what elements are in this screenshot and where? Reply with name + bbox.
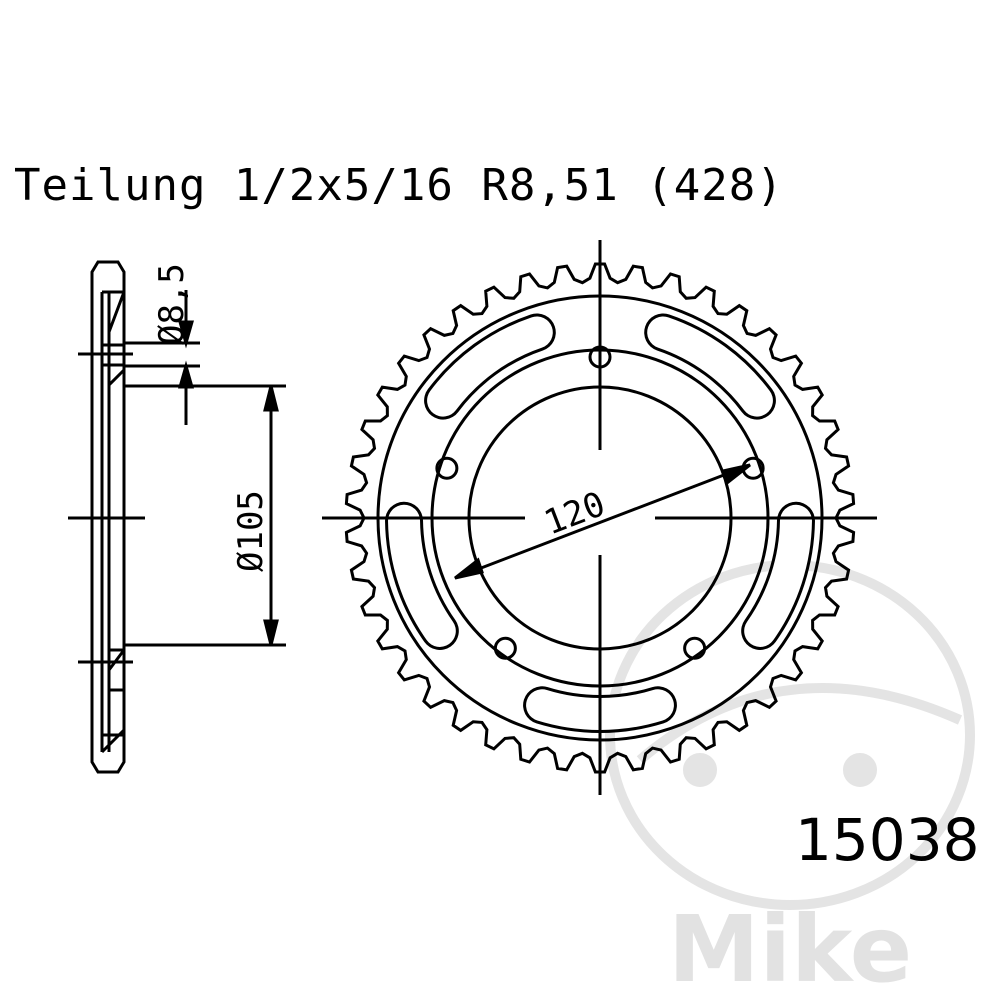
center-bore-label: Ø105: [231, 490, 271, 572]
bolt-hole: [683, 636, 707, 660]
side-view: [68, 260, 286, 774]
lightening-slot: [424, 313, 556, 420]
sprocket-teeth: [344, 262, 856, 774]
hole-diameter-label: Ø8,5: [152, 263, 192, 345]
sprocket-front-view: [322, 240, 877, 795]
part-number: 15038: [795, 806, 980, 874]
bolt-circle-label: 120: [539, 484, 611, 543]
bolt-hole: [435, 456, 459, 480]
pitch-title: Teilung 1/2x5/16 R8,51 (428): [14, 160, 784, 211]
lightening-slot: [644, 313, 776, 420]
watermark-text: Mike: [668, 896, 913, 1000]
lightening-slot: [741, 501, 815, 650]
bolt-hole: [493, 636, 517, 660]
lightening-slot: [385, 501, 459, 650]
